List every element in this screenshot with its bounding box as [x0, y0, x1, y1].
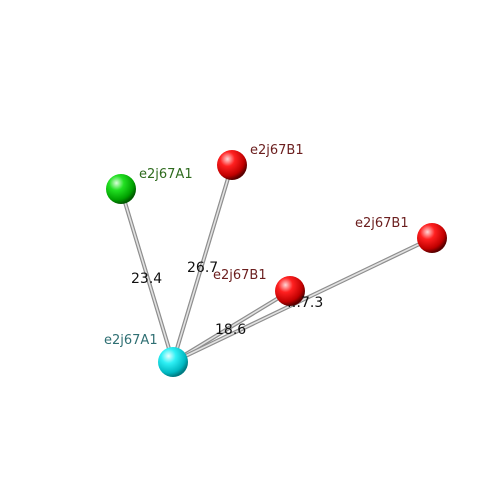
node-labels: e2j67A1 e2j67A1 e2j67B1 e2j67B1 e2j67B1: [104, 143, 409, 348]
label-e2j67A1-green: e2j67A1: [139, 167, 193, 182]
edges: [119, 163, 434, 364]
edge-23-4[interactable]: [119, 187, 175, 364]
atom-e2j67B1-top[interactable]: [217, 150, 247, 180]
distance-label-18-6: 18.6: [215, 322, 246, 338]
nodes: [106, 150, 447, 377]
distance-label-23-4: 23.4: [131, 271, 162, 287]
label-e2j67A1-cyan: e2j67A1: [104, 333, 158, 348]
edge-18-6[interactable]: [171, 289, 292, 364]
atom-e2j67A1-green[interactable]: [106, 174, 136, 204]
distance-label-7-3: …7.3: [287, 295, 323, 311]
distance-label-26-7: 26.7: [187, 260, 218, 276]
atom-e2j67B1-middle[interactable]: [275, 276, 305, 306]
edge-26-7[interactable]: [171, 163, 234, 364]
label-e2j67B1-top: e2j67B1: [250, 143, 304, 158]
distance-labels: 23.4 26.7 18.6: [131, 260, 246, 338]
atom-e2j67A1-cyan[interactable]: [158, 347, 188, 377]
atom-e2j67B1-right[interactable]: [417, 223, 447, 253]
edge-7-3[interactable]: [171, 236, 434, 364]
label-e2j67B1-right: e2j67B1: [355, 216, 409, 231]
label-e2j67B1-middle: e2j67B1: [213, 268, 267, 283]
